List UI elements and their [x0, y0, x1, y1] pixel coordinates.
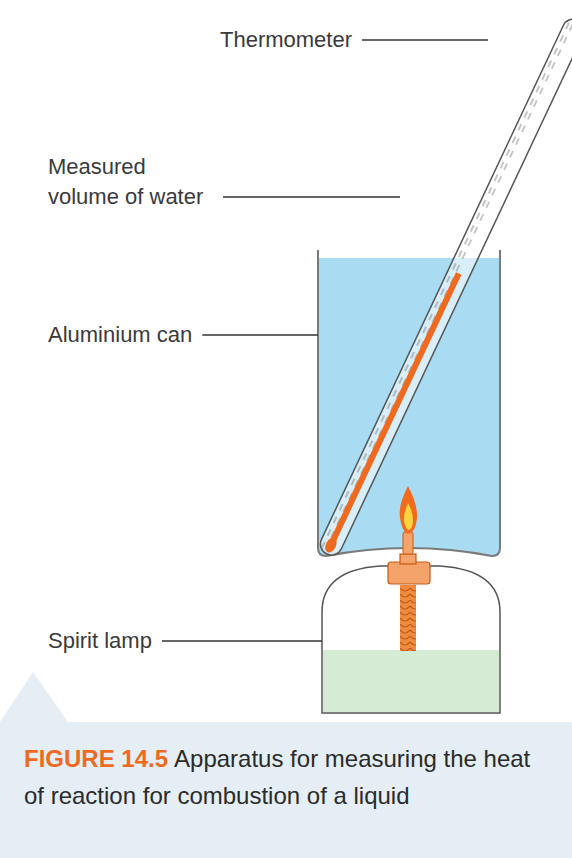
fuel: [323, 650, 499, 712]
part-label: Spirit lamp: [48, 626, 152, 656]
water: [318, 258, 500, 556]
lamp-cap: [388, 562, 430, 584]
part-label: Aluminium can: [48, 320, 192, 350]
part-label: Thermometer: [220, 25, 352, 55]
leader-line: [223, 196, 400, 198]
spirit-lamp: [322, 566, 500, 713]
leader-line: [202, 334, 318, 336]
thermometer: [317, 16, 572, 559]
flame: [400, 486, 417, 534]
leader-line: [162, 640, 322, 642]
figure-caption: FIGURE 14.5Apparatus for measuring the h…: [0, 722, 572, 858]
figure-number: FIGURE 14.5: [24, 745, 168, 772]
wick: [400, 585, 416, 651]
part-label: Measured volume of water: [48, 152, 213, 212]
caption-panel: [0, 722, 572, 858]
leader-line: [362, 39, 488, 41]
caption-pointer: [0, 672, 68, 722]
